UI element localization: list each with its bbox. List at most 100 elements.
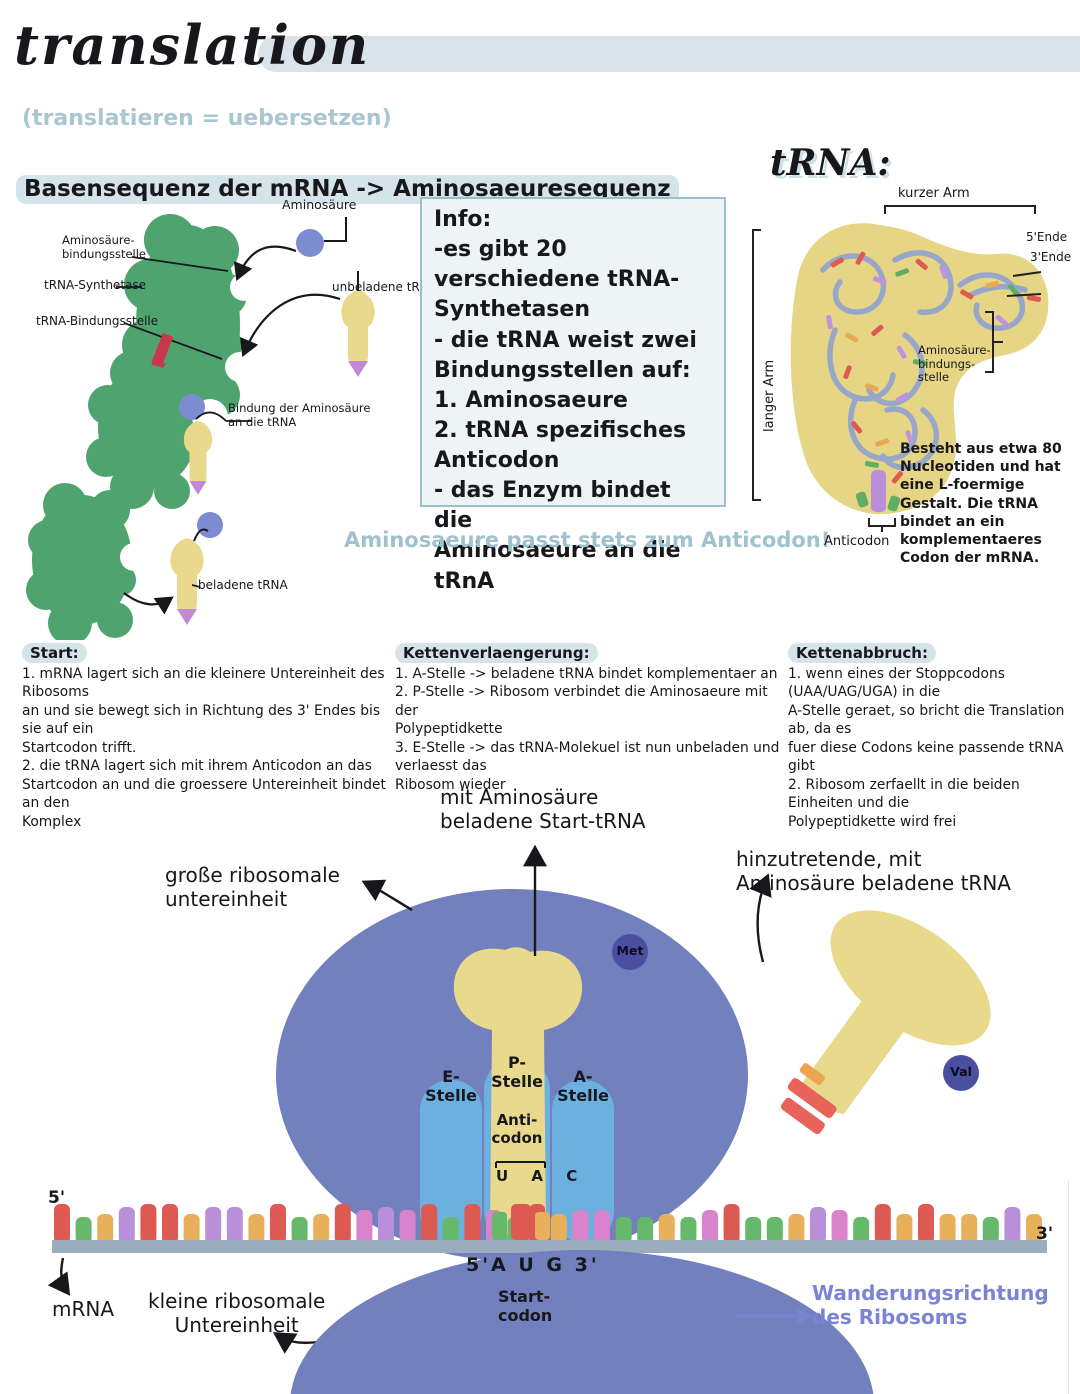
info-box-text: Info: -es gibt 20 verschiedene tRNA- Syn… bbox=[434, 207, 697, 594]
mrna-base bbox=[723, 1204, 740, 1244]
unloaded-trna-shape bbox=[341, 290, 375, 377]
label-amino-site: Aminosäure- bindungs- stelle bbox=[918, 343, 991, 385]
mrna-base bbox=[810, 1207, 826, 1244]
mrna-base bbox=[140, 1204, 157, 1244]
val-circle bbox=[943, 1055, 979, 1091]
mrna-base bbox=[766, 1217, 783, 1244]
elongation-heading: Kettenverlaengerung: bbox=[395, 643, 598, 663]
mrna-base bbox=[442, 1217, 459, 1244]
mrna-base bbox=[118, 1207, 135, 1244]
label-bindung: Bindung der Aminosäure an die tRNA bbox=[228, 401, 371, 429]
section-elongation: Kettenverlaengerung: 1. A-Stelle -> bela… bbox=[395, 643, 783, 794]
anticodon-stem bbox=[871, 470, 886, 512]
page-title: translation bbox=[14, 13, 371, 77]
mrna-base bbox=[1004, 1207, 1021, 1244]
mrna-base bbox=[874, 1204, 891, 1244]
measure-brackets bbox=[752, 205, 1042, 532]
note-anticodon: Aminosaeure passt stets zum Anticodon! bbox=[344, 528, 831, 552]
label-synthetase: tRNA-Synthetase bbox=[44, 278, 147, 292]
mrna-base bbox=[680, 1217, 697, 1244]
mrna-base bbox=[356, 1210, 373, 1244]
mrna-base bbox=[464, 1204, 481, 1244]
elongation-body: 1. A-Stelle -> beladene tRNA bindet komp… bbox=[395, 666, 780, 793]
met-circle bbox=[612, 934, 648, 970]
direction-arrow bbox=[737, 1309, 814, 1323]
mrna-base bbox=[248, 1214, 265, 1244]
mrna-base bbox=[226, 1207, 243, 1244]
label-amino-bindungsstelle: Aminosäure- bindungsstelle bbox=[62, 233, 146, 261]
mrna-base bbox=[421, 1204, 438, 1244]
label-mrna: mRNA bbox=[52, 1297, 115, 1321]
mrna-base bbox=[788, 1214, 805, 1244]
mrna-base bbox=[615, 1217, 632, 1244]
label-3-ende: 3'Ende bbox=[1030, 250, 1072, 264]
label-kurzer-arm: kurzer Arm bbox=[898, 186, 970, 201]
label-beladene-trna: beladene tRNA bbox=[198, 578, 288, 592]
label-start-codon: Start- codon bbox=[498, 1287, 553, 1325]
mrna-base bbox=[594, 1210, 610, 1244]
start-heading: Start: bbox=[22, 643, 87, 663]
mrna-base bbox=[54, 1204, 70, 1244]
trna-description: Besteht aus etwa 80 Nucleotiden und hat … bbox=[900, 441, 1062, 567]
ribosome-illustration bbox=[47, 844, 1047, 1394]
mrna-base bbox=[745, 1217, 762, 1244]
mrna-base bbox=[658, 1214, 675, 1244]
e-site-pillar bbox=[420, 1080, 482, 1242]
termination-heading: Kettenabbruch: bbox=[788, 643, 936, 663]
mrna-base bbox=[939, 1214, 956, 1244]
label-langer-arm: langer Arm bbox=[762, 359, 777, 432]
mrna-base bbox=[334, 1204, 351, 1244]
label-a-site: A- Stelle bbox=[557, 1067, 609, 1105]
section-termination: Kettenabbruch: 1. wenn eines der Stoppco… bbox=[788, 643, 1080, 831]
amino-acid-circle bbox=[296, 229, 324, 257]
mrna-base bbox=[291, 1217, 308, 1244]
label-anticodon: Anticodon bbox=[824, 534, 890, 549]
mrna-base bbox=[961, 1214, 978, 1244]
trna-structure-illustration bbox=[752, 205, 1049, 532]
mrna-base bbox=[853, 1217, 870, 1244]
termination-body: 1. wenn eines der Stoppcodons (UAA/UAG/U… bbox=[788, 666, 1065, 830]
mrna-base bbox=[896, 1214, 913, 1244]
mrna-base bbox=[550, 1214, 567, 1244]
mrna-base bbox=[982, 1217, 999, 1244]
mrna-base bbox=[399, 1210, 416, 1244]
start-trna bbox=[453, 947, 583, 1237]
anticodon-bases bbox=[492, 1204, 550, 1240]
section-start: Start: 1. mRNA lagert sich an die kleine… bbox=[22, 643, 388, 831]
bound-amino-acid bbox=[179, 394, 205, 420]
mrna-backbone bbox=[52, 1240, 1047, 1253]
mrna-base bbox=[97, 1214, 114, 1244]
mrna-base bbox=[183, 1214, 200, 1244]
trna-synthetase-illustration bbox=[26, 214, 375, 640]
mrna-base bbox=[162, 1204, 178, 1244]
info-box: Info: -es gibt 20 verschiedene tRNA- Syn… bbox=[420, 197, 726, 594]
annotation-arrows bbox=[47, 844, 772, 1354]
label-direction: Wanderungsrichtung des Ribosoms bbox=[812, 1281, 1049, 1329]
label-start-trna: mit Aminosäure beladene Start-tRNA bbox=[440, 785, 646, 833]
label-p-site: P- Stelle bbox=[491, 1053, 543, 1091]
mrna-base bbox=[75, 1217, 92, 1244]
mrna-base bbox=[270, 1204, 286, 1244]
mrna-base bbox=[572, 1210, 589, 1244]
base-pair-rungs bbox=[826, 251, 1041, 484]
label-anticodon-bottom: Anti- codon bbox=[491, 1111, 543, 1147]
label-3-prime: 3' bbox=[1036, 1224, 1054, 1244]
label-incoming-trna: hinzutretende, mit Aminosäure beladene t… bbox=[736, 847, 1011, 895]
mrna-base bbox=[637, 1217, 654, 1244]
trna-panel-title: tRNA: bbox=[770, 142, 891, 184]
page-heading: Basensequenz der mRNA -> Aminosaeuresequ… bbox=[16, 148, 679, 205]
start-body: 1. mRNA lagert sich an die kleinere Unte… bbox=[22, 666, 386, 830]
label-e-site: E- Stelle bbox=[425, 1067, 477, 1105]
released-amino-acid bbox=[197, 512, 223, 538]
mrna-base bbox=[313, 1214, 330, 1244]
rna-backbone-squiggles bbox=[820, 250, 1028, 471]
enzyme-3 bbox=[26, 483, 136, 640]
page-heading-text: Basensequenz der mRNA -> Aminosaeuresequ… bbox=[16, 175, 679, 205]
label-val: Val bbox=[950, 1064, 972, 1079]
small-subunit bbox=[290, 1250, 874, 1394]
label-anticodon-bases: U A C bbox=[496, 1167, 587, 1185]
mrna-base bbox=[918, 1204, 934, 1244]
page-edge-line bbox=[1068, 1180, 1069, 1394]
a-site-pillar bbox=[552, 1080, 614, 1242]
